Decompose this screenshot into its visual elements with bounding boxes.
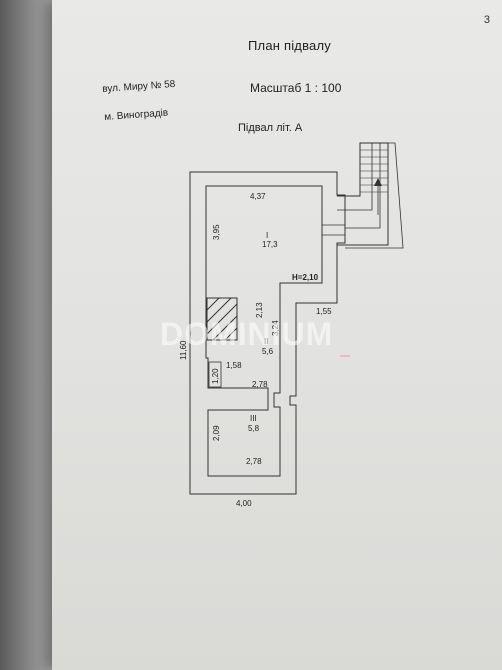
hatched-block bbox=[206, 297, 238, 341]
dim-stair-step: 1,55 bbox=[316, 307, 332, 316]
dim-niche-width: 1,58 bbox=[226, 361, 242, 370]
room-1-number: I bbox=[266, 231, 268, 240]
watermark: DOMINIUM bbox=[160, 316, 334, 352]
room-3-area: 5,8 bbox=[248, 424, 260, 433]
inner-wall bbox=[205, 185, 323, 477]
room-1-area: 17,3 bbox=[262, 240, 278, 249]
room-3-number: III bbox=[250, 414, 257, 423]
dim-room2-width: 2,78 bbox=[252, 380, 268, 389]
dim-room1-height: 3,95 bbox=[212, 224, 221, 240]
floor-subtitle: Підвал літ. А bbox=[238, 122, 303, 134]
dim-room3-height: 2,09 bbox=[212, 425, 221, 441]
staircase bbox=[322, 142, 404, 249]
room-2-area: 5,6 bbox=[262, 347, 274, 356]
niche bbox=[208, 361, 222, 388]
dim-total-height: 11,60 bbox=[179, 340, 188, 360]
height-label: H=2,10 bbox=[292, 273, 319, 282]
dim-top-width: 4,37 bbox=[250, 192, 266, 201]
dim-bottom-width: 4,00 bbox=[236, 499, 252, 508]
document-sheet bbox=[52, 0, 502, 670]
dim-room3-width: 2,78 bbox=[246, 457, 262, 466]
page-number: 3 bbox=[483, 14, 490, 26]
dim-corridor-inner: 3,24 bbox=[271, 320, 280, 336]
background-surface bbox=[0, 0, 52, 670]
room-2-number: II bbox=[264, 337, 268, 346]
scale-label: Масштаб 1 : 100 bbox=[250, 81, 342, 95]
dim-niche-height: 1,20 bbox=[211, 368, 220, 384]
outer-wall bbox=[189, 171, 346, 495]
dim-corridor-height: 2,13 bbox=[255, 302, 264, 318]
page-title: План підвалу bbox=[248, 38, 331, 53]
